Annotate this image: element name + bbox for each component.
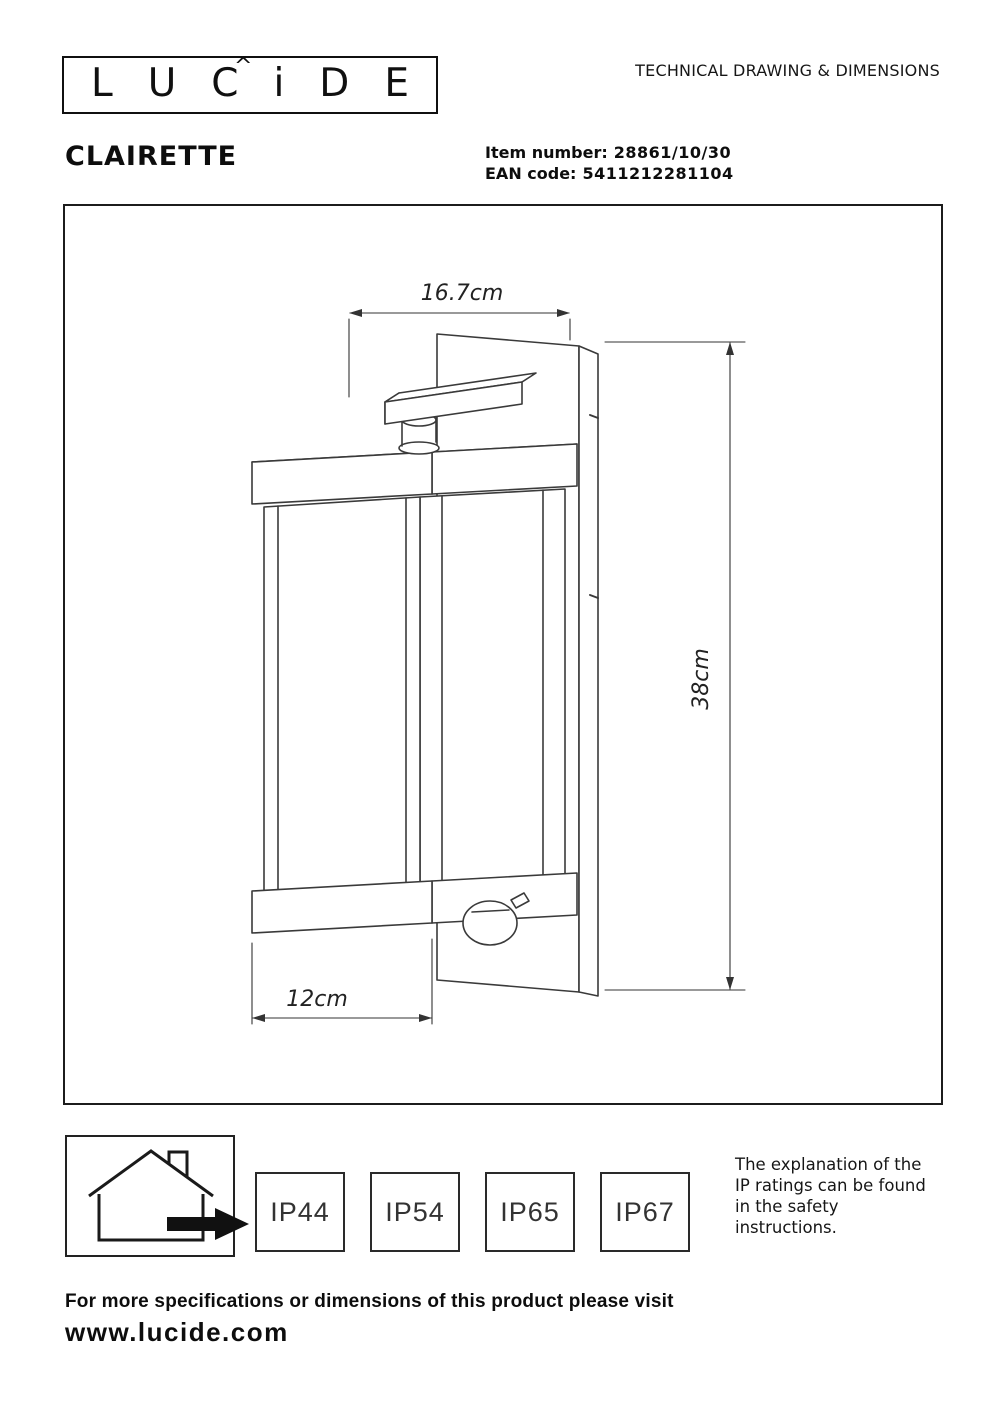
dim-width-bottom (251, 938, 433, 1025)
dim-width-top-label: 16.7cm (421, 281, 504, 306)
ean-row: EAN code: 5411212281104 (485, 163, 734, 184)
product-codes: Item number: 28861/10/30 EAN code: 5411212… (485, 142, 734, 184)
logo-letter: C (211, 61, 239, 106)
lantern-body (251, 443, 578, 946)
lucide-logo: ^ L U C i D E (62, 56, 438, 114)
ip-ratings-note: The explanation of the IP ratings can be… (735, 1155, 926, 1237)
item-number-label: Item number: (485, 143, 608, 162)
logo-letter: L (91, 61, 113, 106)
logo-letter: U (147, 61, 177, 106)
dimension-lines (251, 309, 746, 1025)
logo-letter: E (384, 61, 409, 106)
dim-height-label: 38cm (689, 648, 714, 710)
item-number-row: Item number: 28861/10/30 (485, 142, 734, 163)
product-name: CLAIRETTE (65, 141, 238, 172)
house-roof (88, 1149, 214, 1198)
visit-text: For more specifications or dimensions of… (65, 1291, 674, 1312)
ip-rating-badge: IP54 (370, 1172, 460, 1252)
ean-value: 5411212281104 (582, 164, 734, 183)
website-url: www.lucide.com (65, 1317, 289, 1347)
mounting-arm (384, 372, 537, 425)
logo-accent-icon: ^ (234, 54, 253, 79)
logo-letter: i (273, 61, 285, 106)
page-tagline: TECHNICAL DRAWING & DIMENSIONS (635, 61, 940, 80)
outdoor-rating-icon-box (65, 1135, 249, 1257)
item-number-value: 28861/10/30 (613, 143, 732, 162)
motion-sensor (462, 892, 530, 946)
house-chimney (167, 1150, 189, 1177)
ean-label: EAN code: (485, 164, 577, 183)
technical-drawing-frame: 16.7cm 38cm 12cm (63, 204, 943, 1105)
technical-drawing: 16.7cm 38cm 12cm (251, 281, 746, 1025)
house-arrow-icon (88, 1149, 249, 1242)
ip-rating-badge: IP67 (600, 1172, 690, 1252)
ip-rating-badge: IP65 (485, 1172, 575, 1252)
dim-width-bottom-label: 12cm (286, 987, 348, 1012)
logo-letter: D (319, 61, 350, 106)
right-arrow-icon (167, 1208, 249, 1240)
ip-rating-badge: IP44 (255, 1172, 345, 1252)
dim-width-top (348, 309, 571, 398)
dim-height (604, 341, 746, 991)
